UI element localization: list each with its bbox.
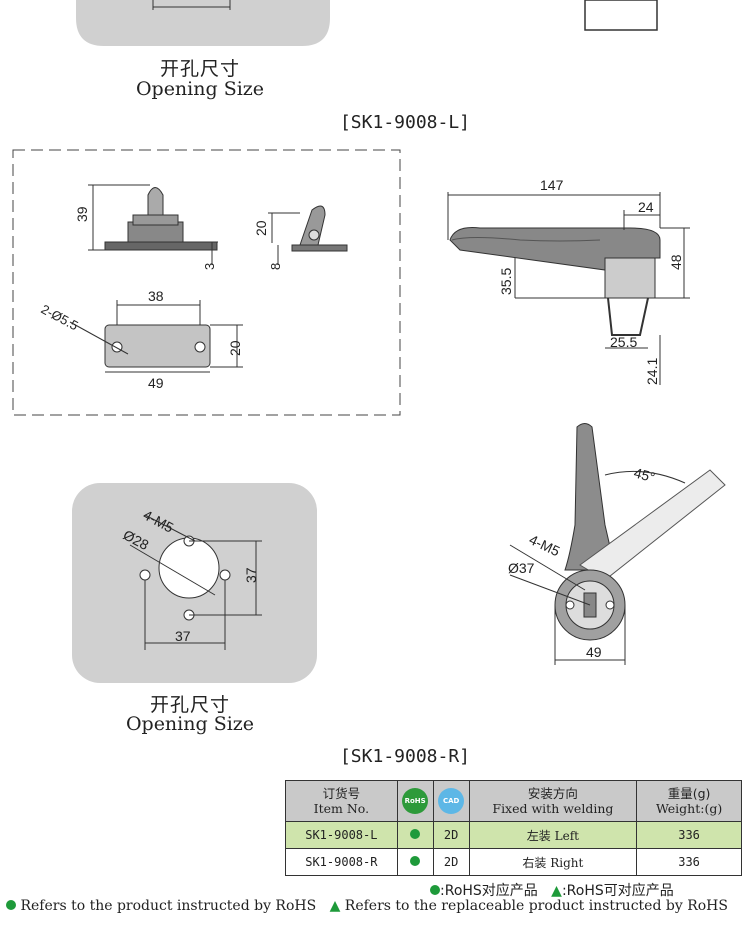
header-cad: CAD bbox=[432, 780, 470, 822]
legend-replaceable-en: Refers to the replaceable product instru… bbox=[344, 898, 728, 914]
legend-rohs-cn: :RoHS对应产品 bbox=[440, 883, 538, 899]
dim-35-5: 35.5 bbox=[498, 268, 514, 295]
topview-dim-49: 49 bbox=[586, 644, 602, 660]
dim-8: 8 bbox=[268, 263, 283, 270]
row-item: SK1-9008-R bbox=[285, 848, 398, 876]
dim-plate-20: 20 bbox=[227, 340, 243, 356]
dim-25-5: 25.5 bbox=[610, 334, 637, 350]
triangle-icon: ▲ bbox=[329, 898, 341, 914]
side-view-latch bbox=[268, 205, 348, 265]
row-cad: 2D bbox=[432, 848, 470, 876]
dim-49-plate: 49 bbox=[148, 375, 164, 391]
row-item: SK1-9008-L bbox=[285, 821, 398, 849]
row-direction: 右装 Right bbox=[468, 848, 638, 876]
top-opening-caption-cn: 开孔尺寸 bbox=[159, 58, 240, 80]
row-rohs bbox=[396, 848, 434, 876]
dim-39: 39 bbox=[74, 206, 90, 222]
mounting-plate bbox=[69, 300, 243, 373]
dim-147: 147 bbox=[540, 177, 564, 193]
dim-48: 48 bbox=[668, 254, 684, 270]
handle-side-view bbox=[447, 192, 690, 385]
top-partial-drawing bbox=[76, 0, 658, 46]
dim-3: 3 bbox=[202, 263, 217, 270]
table-row: SK1-9008-L 2D 左装 Left 336 bbox=[285, 821, 742, 849]
dim-24: 24 bbox=[638, 199, 654, 215]
dim-38: 38 bbox=[148, 288, 164, 304]
topview-dim-dia-37: Ø37 bbox=[508, 560, 535, 576]
row-cad: 2D bbox=[432, 821, 470, 849]
front-view-latch bbox=[88, 184, 218, 265]
left-variant-drawings: 39 3 20 8 38 2-Ø5.5 20 49 147 24 48 35.5… bbox=[12, 149, 690, 416]
opening-size-drawing: 4-M5 Ø28 37 37 bbox=[72, 483, 317, 683]
row-direction: 左装 Left bbox=[468, 821, 638, 849]
topview-dim-4-m5: 4-M5 bbox=[527, 531, 563, 559]
header-weight: 重量(g)Weight:(g) bbox=[636, 780, 742, 822]
top-opening-caption-en: Opening Size bbox=[135, 78, 265, 100]
opening-dim-37-v: 37 bbox=[243, 567, 259, 583]
model-label-left: [SK1-9008-L] bbox=[339, 112, 471, 133]
topview-angle-45: 45° bbox=[632, 464, 657, 485]
legend-cn: :RoHS对应产品 ▲:RoHS可对应产品 bbox=[430, 880, 674, 900]
legend-en: Refers to the product instructed by RoHS… bbox=[6, 898, 728, 914]
opening-dim-37-h: 37 bbox=[175, 628, 191, 644]
legend-replaceable-cn: :RoHS可对应产品 bbox=[561, 883, 674, 899]
opening-caption-cn: 开孔尺寸 bbox=[149, 694, 230, 716]
cad-icon: CAD bbox=[438, 788, 465, 814]
rohs-dot-icon bbox=[410, 856, 421, 866]
header-rohs: RoHS bbox=[396, 780, 434, 822]
row-rohs bbox=[396, 821, 434, 849]
dim-24-1: 24.1 bbox=[644, 358, 660, 385]
rohs-dot-icon bbox=[410, 829, 421, 839]
rohs-icon: RoHS bbox=[402, 788, 429, 814]
triangle-icon: ▲ bbox=[551, 883, 562, 899]
rohs-dot-icon bbox=[430, 885, 440, 895]
dashed-frame bbox=[12, 149, 401, 416]
dim-20-side: 20 bbox=[253, 220, 269, 236]
rohs-dot-icon bbox=[6, 900, 16, 910]
model-label-right: [SK1-9008-R] bbox=[339, 746, 471, 767]
legend-rohs-en: Refers to the product instructed by RoHS bbox=[20, 898, 317, 914]
row-weight: 336 bbox=[636, 848, 742, 876]
dim-holes-5-5: 2-Ø5.5 bbox=[39, 301, 81, 333]
table-row: SK1-9008-R 2D 右装 Right 336 bbox=[285, 848, 742, 876]
handle-top-view: 45° 4-M5 Ø37 49 bbox=[508, 423, 726, 665]
opening-caption-en: Opening Size bbox=[125, 713, 255, 735]
row-weight: 336 bbox=[636, 821, 742, 849]
